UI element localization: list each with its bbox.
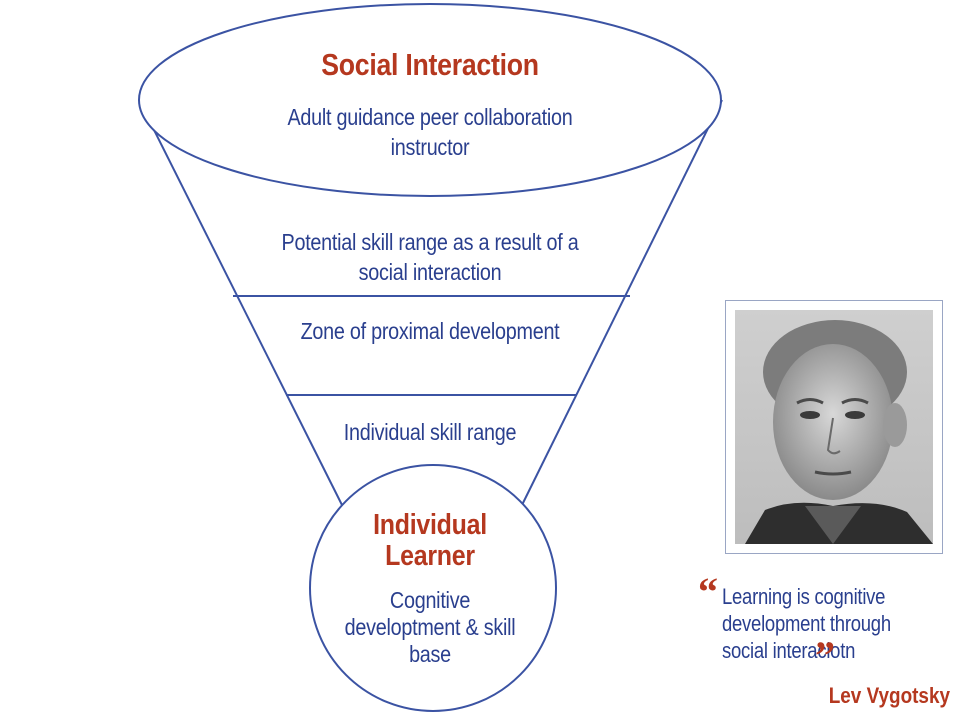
- individual-skill-range-label: Individual skill range: [343, 419, 517, 445]
- portrait-drawing: [745, 320, 933, 544]
- vygotsky-quote-text: Learning is cognitive development throug…: [722, 584, 891, 663]
- quote-author: Lev Vygotsky: [828, 683, 950, 708]
- social-interaction-subtitle: Adult guidance peer collaboration instru…: [287, 104, 573, 160]
- individual-learner-title: Individual Learner: [373, 509, 487, 572]
- portrait-frame: [725, 300, 943, 554]
- individual-learner-circle: [309, 464, 557, 712]
- social-interaction-title: Social Interaction: [321, 47, 539, 82]
- close-quote-mark: ”: [815, 633, 835, 678]
- social-interaction-ellipse: [138, 3, 722, 197]
- vygotsky-portrait-photo: [735, 310, 933, 544]
- funnel-right-edge: [521, 99, 723, 506]
- zone-of-proximal-development-label: Zone of proximal development: [300, 318, 560, 344]
- open-quote-mark: “: [698, 569, 718, 614]
- potential-skill-range-label: Potential skill range as a result of a s…: [281, 229, 579, 285]
- individual-learner-subtitle: Cognitive developtment & skill base: [344, 587, 516, 667]
- funnel-left-edge: [138, 99, 343, 506]
